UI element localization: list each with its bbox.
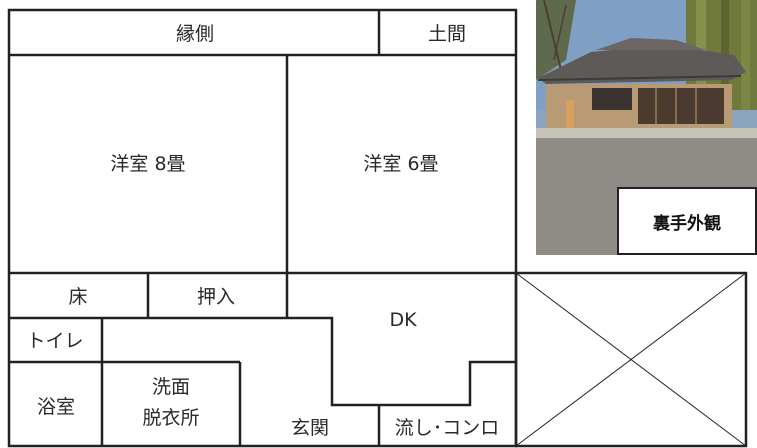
room-label-doma: 土間 [428,23,466,45]
room-label-yuka: 床 [68,286,87,308]
room-label-dk: DK [389,309,417,331]
room-label-oshiire: 押入 [197,286,235,308]
cross-mark [515,272,747,447]
room-label-western-6: 洋室 6畳 [363,153,438,175]
room-label-washroom-line2: 脱衣所 [142,407,199,429]
room-label-bath: 浴室 [37,396,75,418]
room-label-engawa: 縁側 [176,23,214,45]
room-label-entrance: 玄関 [291,417,329,439]
unlabeled-area [514,271,748,448]
photo-caption-box: 裏手外観 [617,187,757,255]
wall [287,316,516,407]
plan-outline [7,8,518,448]
room-label-sink-stove: 流し･コンロ [395,417,500,439]
room-label-western-8: 洋室 8畳 [110,153,185,175]
room-label-washroom-line1: 洗面 [152,376,190,398]
photo-caption: 裏手外観 [653,213,721,234]
room-label-toilet: トイレ [26,330,83,352]
